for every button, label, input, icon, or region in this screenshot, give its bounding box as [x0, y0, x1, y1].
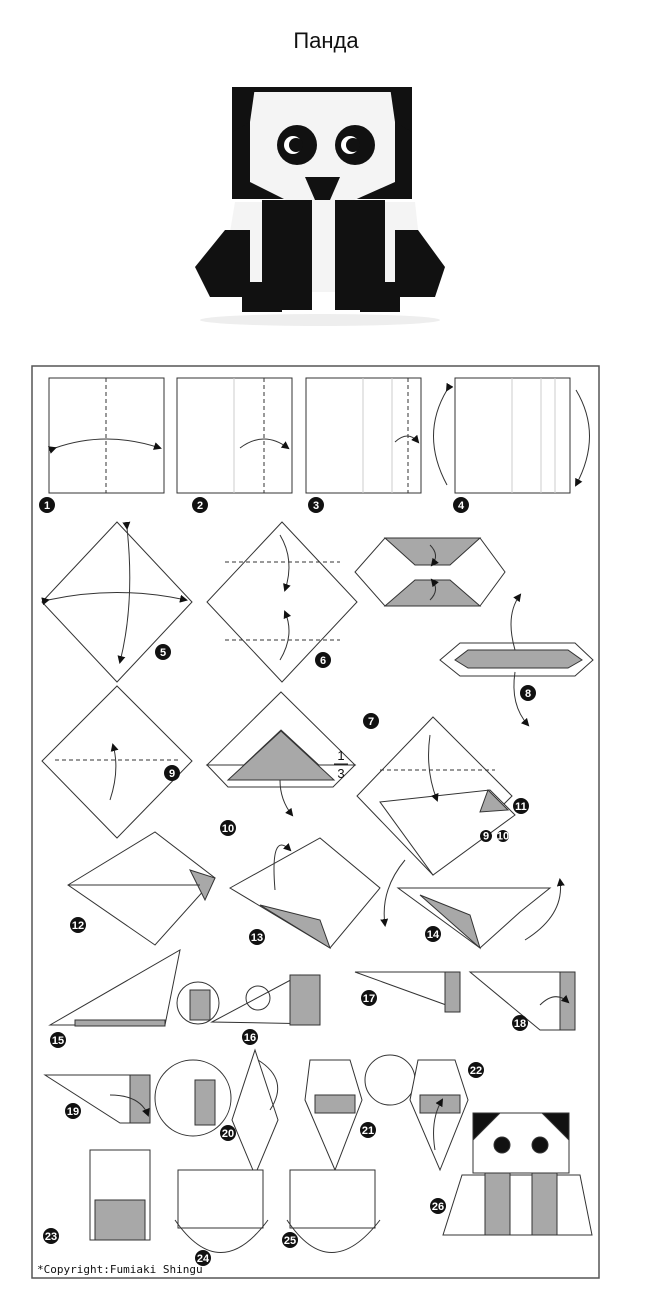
step-badge	[192, 497, 208, 513]
step-badge	[164, 765, 180, 781]
step-number-18: 18	[512, 1015, 528, 1031]
step-number-15: 15	[50, 1032, 66, 1048]
step-label: 16	[244, 1032, 256, 1044]
step-badge	[70, 917, 86, 933]
step-badge	[50, 1032, 66, 1048]
step-badge	[468, 1062, 484, 1078]
step-number-21: 21	[360, 1122, 376, 1138]
step-badge	[425, 926, 441, 942]
step-label: 3	[313, 500, 319, 512]
step-number-2: 2	[192, 497, 208, 513]
step-number-19: 19	[65, 1103, 81, 1119]
step-label: 21	[362, 1125, 374, 1137]
step-badge	[520, 685, 536, 701]
step-label: 24	[197, 1253, 210, 1265]
step-number-20: 20	[220, 1125, 236, 1141]
step-number-23: 23	[43, 1228, 59, 1244]
step-label: 19	[67, 1106, 79, 1118]
step-badge	[282, 1232, 298, 1248]
step-number-22: 22	[468, 1062, 484, 1078]
step-number-25: 25	[282, 1232, 298, 1248]
step-number-17: 17	[361, 990, 377, 1006]
step-label: 4	[458, 500, 465, 512]
step-label: 2	[197, 500, 203, 512]
step-number-8: 8	[520, 685, 536, 701]
step-label: 26	[432, 1201, 444, 1213]
step-label: 22	[470, 1065, 482, 1077]
step-label: 1	[44, 500, 50, 512]
step-badge	[363, 713, 379, 729]
step-label: 5	[160, 647, 166, 659]
step-label: 11	[515, 801, 527, 813]
step-number-11: 11	[513, 798, 529, 814]
step-label: 25	[284, 1235, 296, 1247]
step-label: 18	[514, 1018, 526, 1030]
step-badge	[513, 798, 529, 814]
step-number-26: 26	[430, 1198, 446, 1214]
step-badge	[315, 652, 331, 668]
step-badge	[249, 929, 265, 945]
repeat-to-label: 10	[497, 831, 509, 843]
step-label: 13	[251, 932, 263, 944]
step-badge	[43, 1228, 59, 1244]
step-label: 6	[320, 655, 326, 667]
step-badge	[360, 1122, 376, 1138]
step-label: 7	[368, 716, 374, 728]
panda-photo	[195, 87, 445, 326]
step-badge	[65, 1103, 81, 1119]
step-label: 20	[222, 1128, 234, 1140]
step-badge	[195, 1250, 211, 1266]
step-badge	[220, 1125, 236, 1141]
step-number-1: 1	[39, 497, 55, 513]
step-number-4: 4	[453, 497, 469, 513]
step-label: 17	[363, 993, 375, 1005]
step-label: 8	[525, 688, 531, 700]
step-label: 10	[222, 823, 234, 835]
fraction-denominator: 3	[337, 766, 344, 781]
step-number-7: 7	[363, 713, 379, 729]
step-badge	[430, 1198, 446, 1214]
step-badge	[453, 497, 469, 513]
repeat-from-badge	[480, 830, 492, 842]
step-number-5: 5	[155, 644, 171, 660]
step-label: 14	[427, 929, 440, 941]
step-badge	[308, 497, 324, 513]
repeat-from-label: 9	[483, 831, 489, 843]
step-number-6: 6	[315, 652, 331, 668]
step-number-9: 9	[164, 765, 180, 781]
step-badge	[155, 644, 171, 660]
repeat-to-badge	[497, 830, 509, 842]
step-number-16: 16	[242, 1029, 258, 1045]
step-label: 23	[45, 1231, 57, 1243]
step-badge	[220, 820, 236, 836]
step-number-13: 13	[249, 929, 265, 945]
step-badge	[39, 497, 55, 513]
step-number-12: 12	[70, 917, 86, 933]
step-number-24: 24	[195, 1250, 211, 1266]
step-badge	[512, 1015, 528, 1031]
step-badge	[242, 1029, 258, 1045]
step-number-10: 10	[220, 820, 236, 836]
page-title: Панда	[293, 28, 359, 53]
step-label: 12	[72, 920, 84, 932]
step-badge	[361, 990, 377, 1006]
copyright-notice: *Copyright:Fumiaki Shingu	[37, 1263, 203, 1276]
step-number-3: 3	[308, 497, 324, 513]
step-number-14: 14	[425, 926, 441, 942]
step-label: 15	[52, 1035, 64, 1047]
fraction-numerator: 1	[337, 748, 344, 763]
step-label: 9	[169, 768, 175, 780]
